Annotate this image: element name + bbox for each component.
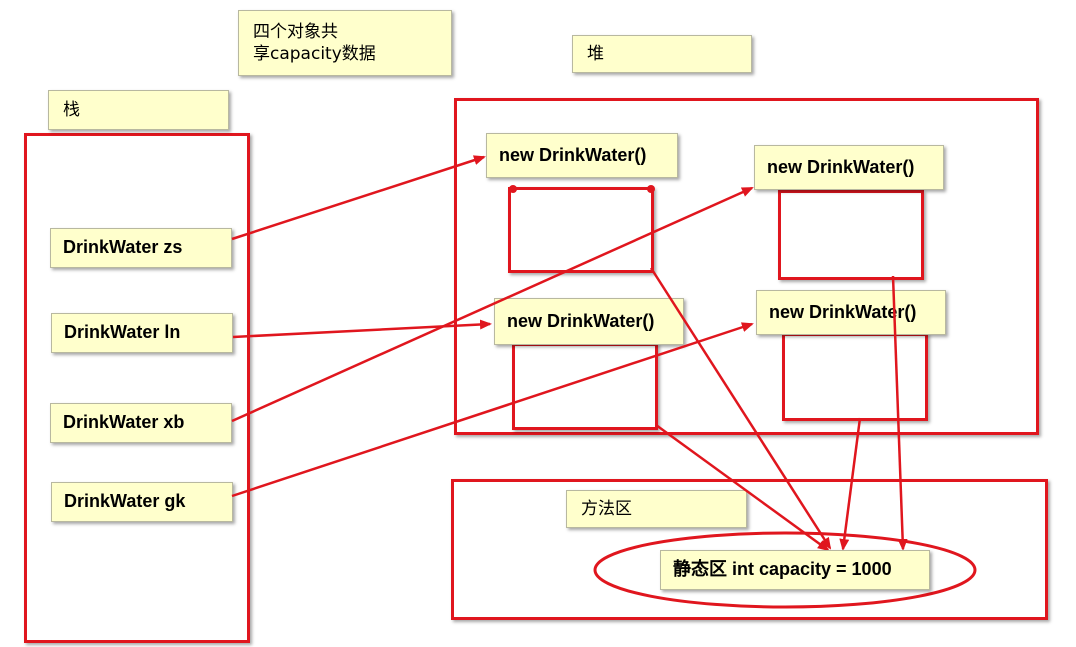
stack-var-zs-text: DrinkWater zs (63, 237, 183, 258)
heap-object-4-text: new DrinkWater() (769, 301, 917, 322)
heap-label-text: 堆 (587, 43, 604, 64)
heap-object-1-header: new DrinkWater() (486, 133, 678, 178)
heap-label: 堆 (572, 35, 752, 73)
stack-var-xb: DrinkWater xb (50, 403, 232, 443)
heap-object-3-text: new DrinkWater() (507, 310, 655, 331)
heap-object-4-header: new DrinkWater() (756, 290, 946, 335)
static-capacity-text: 静态区 int capacity = 1000 (673, 559, 892, 580)
shared-data-note: 四个对象共 享capacity数据 (238, 10, 452, 76)
arrow-zs-to-object-1 (231, 155, 486, 241)
stack-region (24, 133, 250, 643)
stack-var-xb-text: DrinkWater xb (63, 412, 185, 433)
heap-object-3-body (512, 343, 658, 430)
heap-object-4-body (782, 333, 928, 421)
heap-object-3-header: new DrinkWater() (494, 298, 684, 345)
stack-var-gk: DrinkWater gk (51, 482, 233, 522)
method-area-label-text: 方法区 (581, 498, 632, 519)
stack-label: 栈 (48, 90, 229, 130)
stack-var-zs: DrinkWater zs (50, 228, 232, 268)
stack-var-gk-text: DrinkWater gk (64, 491, 186, 512)
shared-data-note-text: 四个对象共 享capacity数据 (253, 21, 376, 64)
arrow-ln-to-object-3 (232, 319, 492, 339)
heap-object-1-text: new DrinkWater() (499, 144, 647, 165)
heap-object-2-body (778, 190, 924, 280)
stack-var-ln-text: DrinkWater ln (64, 322, 181, 343)
heap-object-2-header: new DrinkWater() (754, 145, 944, 190)
stack-label-text: 栈 (63, 99, 80, 120)
heap-object-1-body (508, 187, 654, 273)
stack-var-ln: DrinkWater ln (51, 313, 233, 353)
method-area-label: 方法区 (566, 490, 747, 528)
static-capacity-note: 静态区 int capacity = 1000 (660, 550, 930, 590)
heap-object-2-text: new DrinkWater() (767, 156, 915, 177)
